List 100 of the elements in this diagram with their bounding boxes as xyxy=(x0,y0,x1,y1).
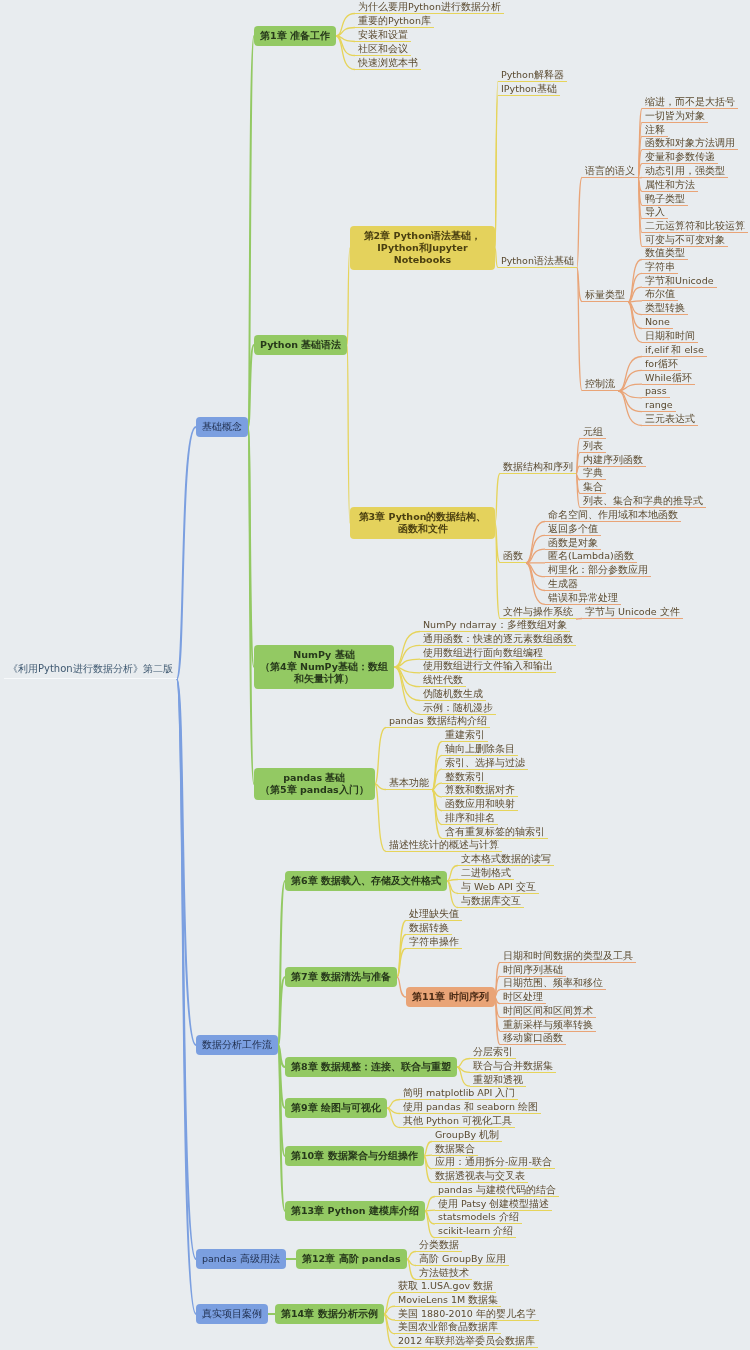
topic-title: 第8章 数据规整：连接、联合与重塑 xyxy=(291,1061,451,1073)
branch-line xyxy=(637,177,643,248)
branch-line xyxy=(456,1066,471,1087)
topic-label: 基本功能 xyxy=(386,777,432,790)
branch-line xyxy=(386,1107,401,1129)
topic-label: 二进制格式 xyxy=(458,867,514,880)
branch-line xyxy=(277,976,286,1046)
branch-line xyxy=(393,666,421,715)
topic-label: 导入 xyxy=(642,206,668,220)
topic-label: While循环 xyxy=(642,371,695,385)
branch-line xyxy=(374,783,387,853)
branch-line xyxy=(576,267,583,303)
section-box xyxy=(196,1249,286,1269)
branch-line xyxy=(627,286,643,303)
branch-line xyxy=(406,1258,417,1281)
branch-line xyxy=(637,177,643,192)
chapter-box xyxy=(285,871,447,891)
topic-label: 柯里化：部分参数应用 xyxy=(545,564,651,578)
topic-title: 第11章 时间序列 xyxy=(412,991,489,1003)
branch-line xyxy=(396,933,407,978)
topic-label: 数据透视表与交叉表 xyxy=(432,1170,528,1184)
topic-title: 第14章 数据分析示例 xyxy=(281,1308,378,1320)
book-title: 《利用Python进行数据分析》第二版 xyxy=(4,662,177,679)
topic-label: 美国 1880-2010 年的婴儿名字 xyxy=(395,1307,539,1321)
topic-label: 动态引用，强类型 xyxy=(642,165,728,178)
topic-label: 可变与不可变对象 xyxy=(642,234,728,247)
topic-label: 语言的语义 xyxy=(582,165,638,178)
topic-label: 算数和数据对齐 xyxy=(442,784,518,798)
topic-label: 使用 pandas 和 seaborn 绘图 xyxy=(400,1101,541,1114)
topic-label: 含有重复标签的轴索引 xyxy=(442,825,548,839)
branch-line xyxy=(335,26,356,37)
topic-label: 时区处理 xyxy=(500,991,546,1005)
topic-title: 第12章 高阶 pandas xyxy=(302,1253,401,1265)
topic-label: 函数应用和映射 xyxy=(442,798,518,812)
branch-line xyxy=(525,562,546,592)
topic-label: 控制流 xyxy=(582,378,618,391)
topic-label: Python语法基础 xyxy=(498,255,577,268)
branch-line xyxy=(422,1140,433,1157)
topic-label: 字符串操作 xyxy=(406,936,462,949)
topic-label: 数据结构和序列 xyxy=(500,461,576,474)
branch-line xyxy=(637,163,643,179)
branch-line xyxy=(396,976,407,998)
topic-label: range xyxy=(642,399,676,413)
topic-label: Python解释器 xyxy=(498,69,567,82)
section-box xyxy=(196,1304,268,1324)
topic-label: MovieLens 1M 数据集 xyxy=(395,1293,502,1307)
branch-line xyxy=(494,472,501,524)
topic-label: 元组 xyxy=(580,426,606,439)
topic-label: 使用数组进行面向数组编程 xyxy=(420,646,546,660)
branch-line xyxy=(424,1195,436,1212)
topic-label: 与 Web API 交互 xyxy=(458,881,539,894)
branch-line xyxy=(627,301,643,330)
branch-line xyxy=(576,176,583,269)
topic-label: 鸭子类型 xyxy=(642,192,688,206)
topic-label: 函数 xyxy=(500,550,526,563)
branch-line xyxy=(382,1313,396,1349)
branch-line xyxy=(446,880,459,909)
topic-label: 缩进，而不是大括号 xyxy=(642,96,738,109)
topic-label: 标量类型 xyxy=(582,289,628,302)
branch-line xyxy=(247,344,255,428)
section-box xyxy=(196,1035,278,1055)
branch-line xyxy=(374,726,387,785)
topic-label: 分层索引 xyxy=(470,1046,516,1059)
branch-line xyxy=(431,782,443,791)
topic-label: None xyxy=(642,316,673,329)
topic-label: 命名空间、作用域和本地函数 xyxy=(545,509,681,522)
topic-label: 属性和方法 xyxy=(642,178,698,192)
topic-label: 字节与 Unicode 文件 xyxy=(582,606,683,619)
branch-line xyxy=(617,390,643,427)
branch-line xyxy=(627,301,643,316)
chapter-box xyxy=(285,1057,457,1077)
topic-title: 真实项目案例 xyxy=(202,1308,262,1320)
topic-label: 快速浏览本书 xyxy=(355,57,421,70)
topic-label: 字符串 xyxy=(642,260,678,274)
topic-title: 基础概念 xyxy=(202,421,242,433)
chapter-box xyxy=(406,987,495,1007)
topic-title: Python 基础语法 xyxy=(260,339,342,351)
branch-line xyxy=(431,789,443,826)
topic-label: 一切皆为对象 xyxy=(642,109,708,123)
topic-label: 轴向上删除条目 xyxy=(442,742,518,756)
topic-label: 美国农业部食品数据库 xyxy=(395,1321,501,1335)
branch-line xyxy=(575,473,581,509)
topic-label: pandas 与建模代码的结合 xyxy=(435,1184,559,1197)
topic-label: 获取 1.USA.gov 数据 xyxy=(395,1280,497,1293)
topic-label: 集合 xyxy=(580,481,606,495)
topic-label: 数值类型 xyxy=(642,247,688,260)
topic-label: 社区和会议 xyxy=(355,43,411,56)
topic-label: 字典 xyxy=(580,467,606,481)
branch-line xyxy=(335,35,356,71)
branch-line xyxy=(617,383,643,392)
chapter-box xyxy=(285,967,397,987)
topic-label: 线性代数 xyxy=(420,674,466,688)
chapter-box xyxy=(285,1201,425,1221)
branch-line xyxy=(637,176,643,179)
topic-title: 第7章 数据清洗与准备 xyxy=(291,971,391,983)
topic-label: 日期和时间数据的类型及工具 xyxy=(500,950,636,963)
branch-line xyxy=(627,301,643,343)
branch-line xyxy=(575,465,581,475)
topic-label: 数据聚合 xyxy=(432,1142,478,1156)
branch-line xyxy=(422,1155,433,1184)
